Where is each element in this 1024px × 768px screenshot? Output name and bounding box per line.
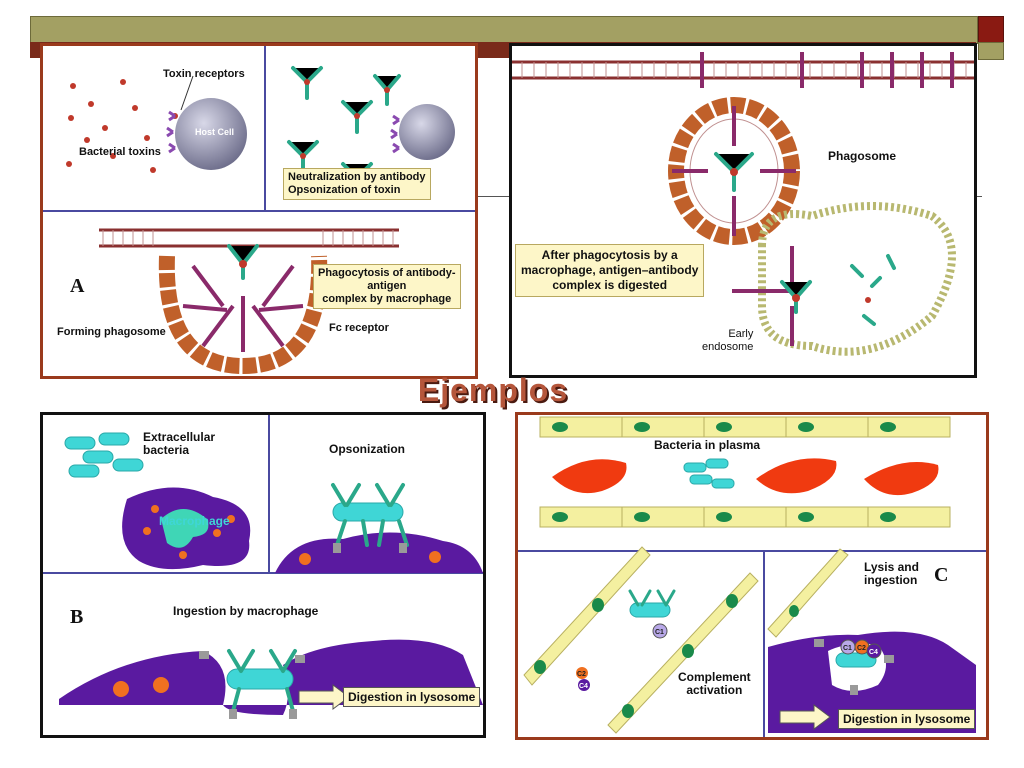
early-line2: endosome xyxy=(702,341,754,353)
panel-phagosome-digestion: Phagosome After phagocytosis by a macrop… xyxy=(509,43,977,378)
header-square-olive xyxy=(978,42,1004,60)
neutralization-line2: Opsonization of toxin xyxy=(288,184,401,196)
neutralization-line1: Neutralization by antibody xyxy=(288,171,426,183)
complement-activation-label: Complement activation xyxy=(678,671,751,697)
phago-line2: antigen xyxy=(367,280,407,292)
host-cell-label: Host Cell xyxy=(195,127,235,137)
antibodies-opsonization xyxy=(331,483,409,547)
phago-line1: Phagocytosis of antibody- xyxy=(318,267,456,279)
bacteria-group-b xyxy=(64,432,144,478)
c1-label-right: C1 xyxy=(843,645,852,652)
digest-line3: complex is digested xyxy=(552,278,668,292)
phagosome-illustration xyxy=(512,52,974,356)
c2-label-right: C2 xyxy=(857,645,866,652)
digestion-caption: After phagocytosis by a macrophage, anti… xyxy=(515,244,705,297)
digest-line1: After phagocytosis by a xyxy=(541,248,678,262)
fc-receptor-label: Fc receptor xyxy=(329,322,389,334)
digestion-in-lysosome-b: Digestion in lysosome xyxy=(343,687,481,707)
extracellular-line1: Extracellular xyxy=(143,430,216,444)
neutralization-caption: Neutralization by antibody Opsonization … xyxy=(283,168,431,200)
endothelium-top xyxy=(539,416,951,438)
early-endosome-shape xyxy=(758,202,956,356)
early-endosome-label: Early endosome xyxy=(702,328,753,354)
panel-c-complement: Bacteria in plasma Lysis and ingestion C… xyxy=(515,412,989,740)
panel-a-neutralization: Toxin receptors Host Cell Bacterial toxi… xyxy=(40,43,478,379)
endothelium-bottom xyxy=(539,506,951,528)
slide-title: Ejemplos xyxy=(417,372,569,408)
host-cell xyxy=(175,98,247,170)
phagocytosis-caption: Phagocytosis of antibody- antigen comple… xyxy=(313,264,461,309)
complement-line2: activation xyxy=(686,683,743,697)
lysis-ingestion-label: Lysis and ingestion xyxy=(864,561,919,587)
bacteria-plasma xyxy=(683,458,735,489)
letter-a: A xyxy=(70,275,85,297)
lysis-line2: ingestion xyxy=(864,573,918,587)
phagosome-label: Phagosome xyxy=(828,149,897,163)
lysis-line1: Lysis and xyxy=(864,560,919,574)
c2-label-left: C2 xyxy=(577,671,586,678)
bacterial-toxins-label: Bacterial toxins xyxy=(79,146,161,158)
header-bar xyxy=(30,16,978,44)
c4-label-left: C4 xyxy=(579,683,588,690)
extracellular-line2: bacteria xyxy=(143,443,190,457)
letter-c: C xyxy=(934,564,949,586)
host-cell-2 xyxy=(399,104,455,160)
complement-line1: Complement xyxy=(678,670,751,684)
header-square-red xyxy=(978,16,1004,44)
toxin-receptors-label: Toxin receptors xyxy=(163,68,245,80)
panel-c-illustration xyxy=(518,416,986,737)
red-blood-cells xyxy=(552,458,939,496)
opsonization-label: Opsonization xyxy=(329,442,405,456)
bacteria-in-plasma-label: Bacteria in plasma xyxy=(654,438,761,452)
letter-b: B xyxy=(70,606,84,628)
c4-label-right: C4 xyxy=(869,649,878,656)
c1-label-left: C1 xyxy=(655,629,664,636)
phago-line3: complex by macrophage xyxy=(322,293,452,305)
extracellular-bacteria-label: Extracellular bacteria xyxy=(143,431,215,457)
early-line1: Early xyxy=(728,328,754,340)
panel-a-illustration xyxy=(43,46,475,375)
forming-phagosome-label: Forming phagosome xyxy=(57,326,166,338)
digest-line2: macrophage, antigen–antibody xyxy=(521,263,699,277)
macrophage-label: Macrophage xyxy=(159,514,230,528)
ingestion-label: Ingestion by macrophage xyxy=(173,604,319,618)
panel-b-opsonization: Extracellular bacteria Macrophage Opsoni… xyxy=(40,412,486,738)
fc-receptors-a xyxy=(182,264,304,352)
digestion-in-lysosome-c: Digestion in lysosome xyxy=(838,709,976,729)
